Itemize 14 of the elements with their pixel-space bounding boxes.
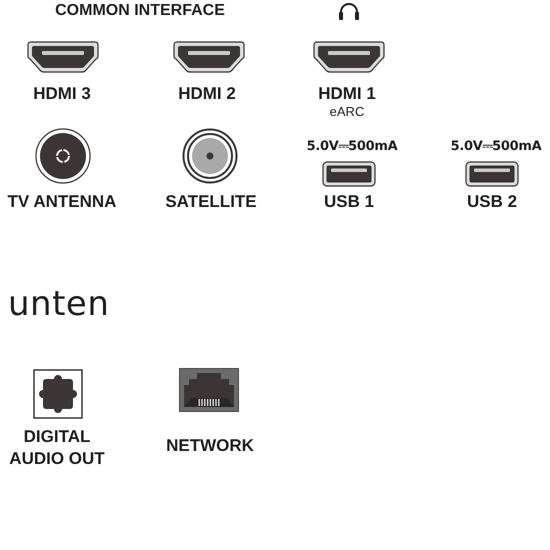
- port-label: USB 1: [322, 192, 376, 212]
- port-label: SATELLITE: [164, 192, 258, 212]
- port-label: HDMI 1: [317, 84, 377, 104]
- section-heading: COMMON INTERFACE: [54, 1, 226, 20]
- port-label: NETWORK: [165, 436, 255, 456]
- section-heading: unten: [8, 284, 110, 324]
- port-sublabel: eARC: [328, 104, 366, 120]
- voltage-rating: 5.0V⎓500mA: [450, 139, 542, 155]
- port-label: HDMI 3: [32, 84, 92, 104]
- port-label: DIGITAL AUDIO OUT: [8, 426, 106, 470]
- port-label: HDMI 2: [177, 84, 237, 104]
- voltage-rating: 5.0V⎓500mA: [306, 139, 398, 155]
- port-label: USB 2: [466, 192, 518, 212]
- port-label: TV ANTENNA: [6, 192, 118, 212]
